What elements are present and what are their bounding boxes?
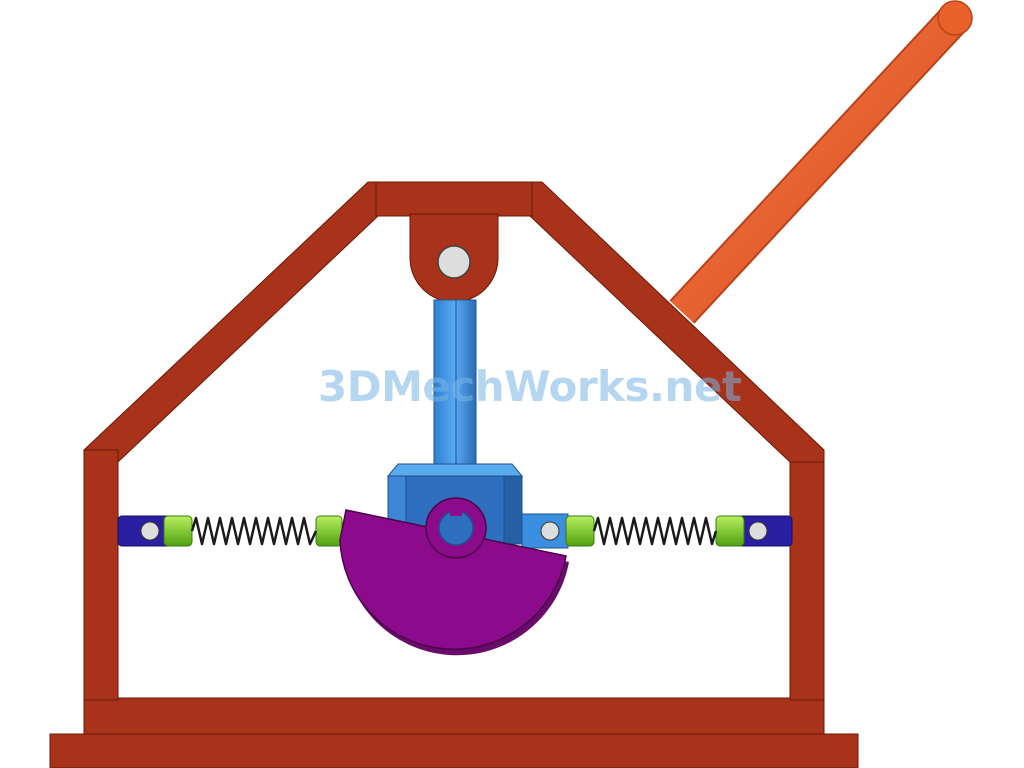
- coil-spring-icon: [190, 516, 318, 546]
- right-spring-end-left: [565, 515, 595, 547]
- left-link-pin-icon: [140, 521, 160, 541]
- vertical-rod: [433, 299, 477, 467]
- coil-spring-icon: [592, 516, 718, 546]
- frame-top-bar: [375, 181, 533, 217]
- lever-arm: [669, 0, 973, 324]
- base-plate: [49, 733, 859, 768]
- right-link-pin-icon: [748, 521, 768, 541]
- cam-segment: [339, 509, 569, 656]
- cam-keyway: [450, 510, 462, 516]
- left-spring-end-left: [163, 515, 193, 547]
- cam-shaft-icon: [438, 510, 474, 546]
- lever-end-cap: [937, 0, 973, 36]
- pivot-pin-icon: [437, 245, 471, 279]
- left-spring-assembly: [163, 515, 343, 547]
- right-spring-assembly: [565, 515, 745, 547]
- right-connector-pin-icon: [540, 521, 560, 541]
- left-spring-end-right: [315, 515, 343, 547]
- frame-bottom-bar: [83, 697, 825, 735]
- frame-left-diagonal: [82, 181, 379, 464]
- frame-right-post: [789, 449, 825, 701]
- frame-left-post: [83, 449, 119, 701]
- right-spring-end-right: [715, 515, 745, 547]
